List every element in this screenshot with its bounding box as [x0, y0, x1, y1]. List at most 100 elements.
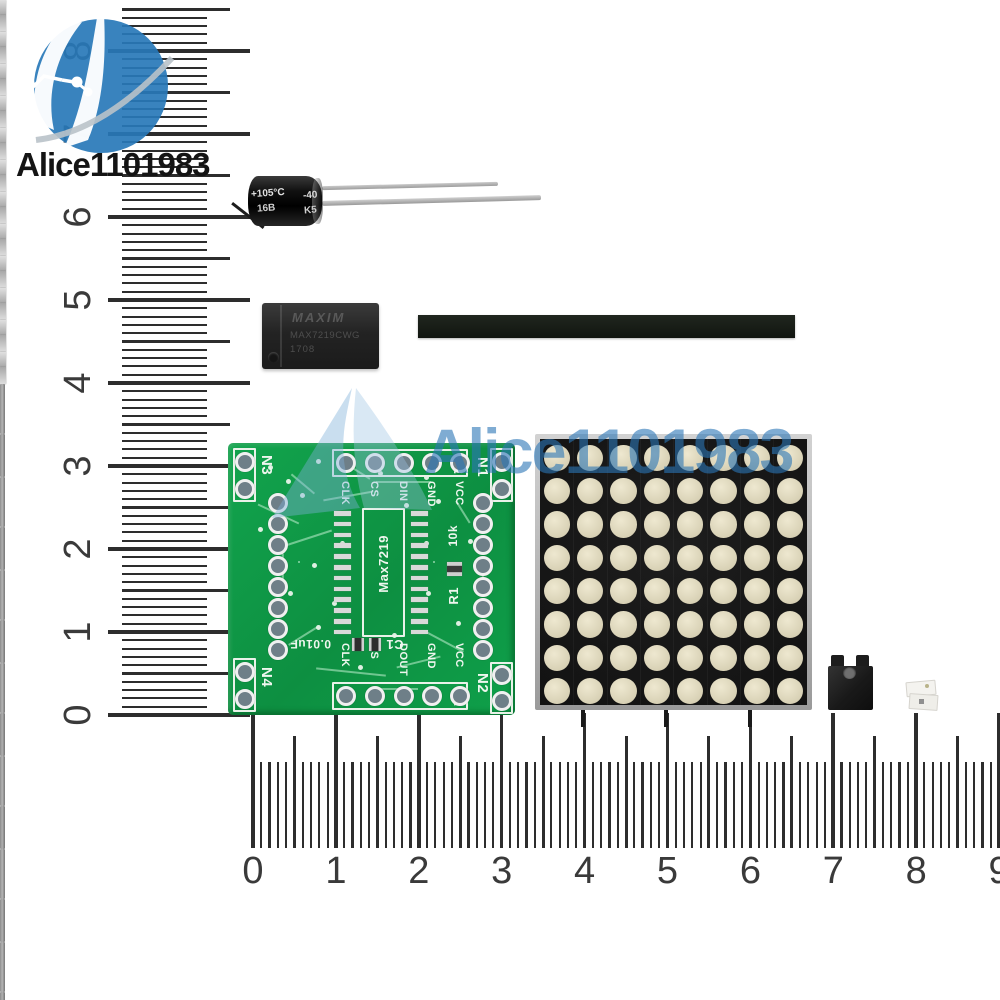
led-dot — [577, 578, 604, 605]
ruler-tick — [122, 572, 207, 575]
through-hole — [473, 535, 493, 555]
led-dot — [743, 544, 770, 572]
ruler-tick — [122, 8, 230, 11]
ruler-tick — [122, 249, 207, 252]
pcb-via — [300, 493, 305, 498]
led-dot — [677, 677, 704, 705]
through-hole — [473, 556, 493, 576]
ruler-tick — [122, 58, 207, 61]
ruler-tick — [122, 33, 207, 36]
matrix-seam — [573, 439, 575, 705]
ic-pin — [0, 256, 6, 271]
smd-pad — [411, 629, 428, 635]
through-hole — [235, 452, 255, 472]
ic-pin — [0, 175, 6, 192]
ruler-tick — [525, 762, 528, 848]
led-dot — [710, 677, 737, 705]
led-dot — [776, 644, 804, 671]
smd-pad — [411, 597, 428, 602]
jumper-cap-tab — [856, 655, 869, 669]
ruler-tick — [541, 736, 545, 848]
led-dot — [543, 511, 571, 538]
ruler-label-v: 1 — [57, 621, 99, 643]
led-dot — [543, 677, 571, 705]
smd-pad — [411, 608, 428, 613]
brand-name: Alice1101983 — [16, 146, 211, 183]
ruler-major-tick — [334, 713, 338, 848]
label-gnd: GND — [425, 481, 437, 507]
ruler-tick — [948, 762, 951, 848]
ruler-tick — [691, 762, 694, 848]
smd-pad — [411, 543, 428, 548]
label-clk-b: CLK — [339, 643, 351, 668]
led-dot — [610, 578, 637, 605]
header-pin — [0, 806, 5, 849]
ruler-tick — [122, 390, 207, 393]
pcb-via — [426, 591, 431, 596]
led-matrix-pin — [748, 710, 752, 727]
ruler-tick — [608, 762, 611, 848]
ruler-label-h: 8 — [905, 850, 927, 892]
smd-pad — [334, 521, 351, 527]
led-dot — [710, 444, 737, 472]
ruler-major-tick — [582, 713, 587, 848]
pcb-trace — [316, 667, 386, 677]
ruler-major-tick — [665, 713, 670, 848]
ruler-tick — [122, 108, 207, 111]
ruler-tick — [840, 762, 843, 848]
ruler-tick — [122, 406, 207, 409]
ruler-tick — [122, 25, 207, 28]
ruler-tick — [649, 762, 652, 848]
led-dot — [677, 544, 704, 572]
ruler-label-h: 0 — [242, 850, 264, 892]
led-dot — [677, 644, 704, 671]
ruler-major-tick — [914, 713, 918, 848]
ruler-tick — [674, 762, 677, 848]
ruler-tick — [815, 762, 818, 848]
led-dot — [776, 677, 804, 705]
ruler-tick — [931, 762, 934, 848]
led-dot — [543, 611, 571, 638]
through-hole — [268, 514, 288, 534]
ruler-tick — [881, 762, 885, 848]
through-hole — [473, 619, 493, 639]
header-pin — [0, 527, 5, 570]
ic-pin — [0, 224, 6, 239]
header-pin — [0, 992, 5, 1000]
led-dot — [776, 478, 804, 505]
ruler-label-h: 5 — [656, 850, 679, 892]
ruler-tick — [326, 762, 329, 848]
through-hole — [268, 493, 288, 513]
ruler-tick — [309, 762, 313, 848]
matrix-seam — [639, 439, 641, 705]
ruler-tick — [807, 762, 810, 848]
ruler-major-tick — [251, 713, 255, 848]
ic-pin — [0, 64, 6, 79]
smd-capacitor — [369, 638, 381, 651]
ic-mold-line — [280, 305, 282, 367]
ruler-tick — [301, 762, 304, 848]
ruler-tick — [458, 736, 462, 848]
watermark-text: Alice1101983 — [424, 417, 794, 487]
ruler-major-tick — [108, 298, 250, 302]
ruler-tick — [658, 762, 661, 848]
ic-pin — [0, 192, 6, 207]
ruler-label-v: 5 — [57, 289, 99, 311]
ruler-major-tick — [108, 464, 250, 468]
pin-header-body — [418, 315, 795, 338]
matrix-seam — [773, 439, 775, 705]
ruler-tick — [450, 762, 454, 848]
ruler-tick — [122, 16, 207, 19]
pcb-via — [456, 621, 461, 626]
ruler-major-tick — [748, 713, 753, 848]
pcb-board: N3N1N4N2P2P1CLKCLKCSCSDINDOUTGNDGNDVCCVC… — [228, 443, 515, 715]
through-hole — [268, 577, 288, 597]
ruler-tick — [359, 762, 362, 848]
ruler-tick — [318, 762, 321, 848]
led-dot — [543, 478, 571, 505]
ruler-tick — [122, 539, 207, 542]
led-dot — [710, 478, 737, 505]
led-matrix-pin — [581, 710, 585, 727]
ruler-tick — [442, 762, 445, 848]
led-dot — [577, 677, 604, 705]
